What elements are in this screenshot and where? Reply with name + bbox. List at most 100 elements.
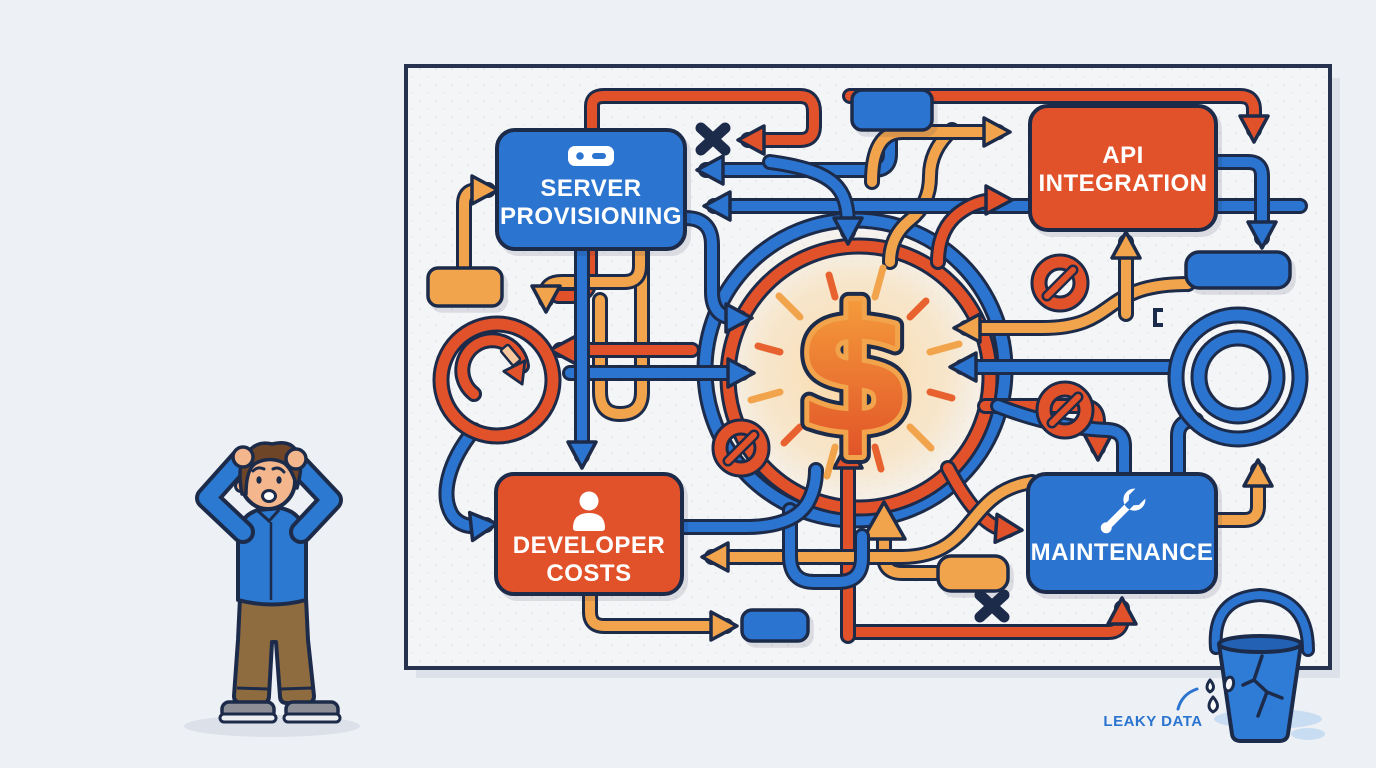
amber-arrow-line	[867, 127, 1003, 187]
amber-uturn	[595, 245, 647, 419]
person-hand	[231, 445, 255, 469]
box-label-line: DEVELOPER	[513, 532, 666, 559]
bucket-hole	[1222, 675, 1236, 693]
box-bg	[494, 472, 684, 596]
sign-ring	[1038, 383, 1092, 437]
eyebrow	[271, 466, 286, 474]
red-arrow-line	[845, 91, 1259, 135]
glow-core	[751, 268, 959, 476]
ray	[871, 443, 885, 473]
box-developer-costs: DEVELOPER COSTS	[494, 472, 684, 596]
bucket-rim	[1217, 634, 1303, 654]
bucket-handle	[1211, 590, 1312, 654]
dollar-amber-outline: $	[796, 273, 914, 471]
box-label-line: COSTS	[546, 560, 631, 587]
box-bg	[1028, 104, 1218, 232]
server-led	[576, 152, 584, 160]
box-server-provisioning: SERVER PROVISIONING	[495, 128, 687, 251]
tangled-arrows	[438, 88, 1308, 644]
pant-cuff	[280, 686, 313, 691]
server-slot	[592, 153, 606, 159]
person-hand	[284, 447, 308, 471]
no-entry-icon	[711, 418, 771, 478]
sign-slash	[1049, 394, 1081, 426]
no-entry-icon	[1030, 253, 1090, 313]
amber-arrow-line	[585, 591, 731, 631]
ray	[906, 423, 935, 452]
box-maintenance: MAINTENANCE	[1026, 472, 1218, 594]
pencil-body	[499, 343, 522, 367]
ray	[926, 340, 963, 356]
blue-line	[993, 401, 1129, 477]
server-icon	[568, 146, 614, 166]
connector-nodes	[426, 88, 1292, 643]
blue-line	[785, 505, 867, 587]
person-shoes	[218, 700, 342, 724]
bucket-crack	[1241, 654, 1284, 718]
coil-ring-inner	[1193, 332, 1283, 422]
loop-ring	[435, 318, 559, 442]
retry-loop-icon	[432, 315, 562, 445]
money-rays	[747, 264, 963, 480]
blue-arrow-line	[1211, 157, 1267, 243]
ray	[825, 271, 839, 301]
x-mark-icon	[974, 589, 1010, 623]
dollar-fill: $	[796, 273, 914, 471]
box-label-line: MAINTENANCE	[1031, 539, 1214, 566]
x-mark-icon	[695, 122, 731, 156]
x-stroke	[974, 589, 1010, 623]
confused-person	[184, 441, 360, 737]
blue-line	[679, 465, 821, 532]
ray	[754, 342, 784, 356]
shoe-sole	[218, 712, 278, 724]
blue-node-right	[1184, 250, 1292, 290]
eyebrow	[251, 466, 266, 473]
leaky-bucket-icon: LEAKY DATA	[1103, 587, 1325, 743]
person-arm-right	[287, 454, 339, 540]
sign-slash	[1044, 267, 1076, 299]
user-shoulders	[573, 513, 605, 531]
sign-ring	[1033, 256, 1087, 310]
shirt-collar	[256, 508, 281, 524]
amber-node	[426, 266, 504, 308]
amber-arrow-line	[961, 279, 1193, 333]
blue-coil	[1167, 306, 1309, 448]
box-label-line: INTEGRATION	[1038, 170, 1207, 197]
server-chassis	[568, 146, 614, 166]
amber-arrow-line	[1211, 465, 1263, 525]
dollar-icon: $ $ $	[787, 264, 923, 480]
amber-node-bottom	[936, 554, 1010, 593]
blue-node-bottom	[740, 608, 810, 643]
pencil-icon	[499, 343, 522, 367]
amber-arrow-line	[707, 477, 1037, 562]
ray	[747, 388, 784, 404]
water-drop	[1207, 695, 1219, 714]
bucket-body	[1217, 642, 1303, 743]
user-head	[579, 491, 599, 511]
box-bg	[495, 128, 687, 251]
sign-slash	[725, 432, 757, 464]
box-bg	[1026, 472, 1218, 594]
box-label-line: PROVISIONING	[500, 203, 682, 230]
box-label-line: API	[1102, 142, 1144, 169]
person-arm-left	[199, 452, 251, 540]
dollar-outline: $	[796, 273, 914, 471]
ray	[775, 292, 804, 321]
eye	[256, 476, 262, 484]
user-icon	[573, 491, 605, 531]
leaky-data-caption: LEAKY DATA	[1103, 713, 1202, 730]
x-stroke	[695, 122, 731, 156]
ray	[926, 388, 956, 402]
water-drop	[1205, 678, 1215, 694]
sign-ring	[714, 421, 768, 475]
blocked-signs	[695, 122, 1163, 623]
red-arrow-line	[587, 91, 819, 145]
ray	[823, 443, 839, 480]
ray	[906, 297, 930, 321]
blue-node-top	[850, 88, 934, 132]
pant-cuff	[236, 686, 269, 691]
ray	[780, 423, 804, 447]
no-entry-icon	[1035, 380, 1095, 440]
bracket-glyph	[1153, 308, 1163, 327]
